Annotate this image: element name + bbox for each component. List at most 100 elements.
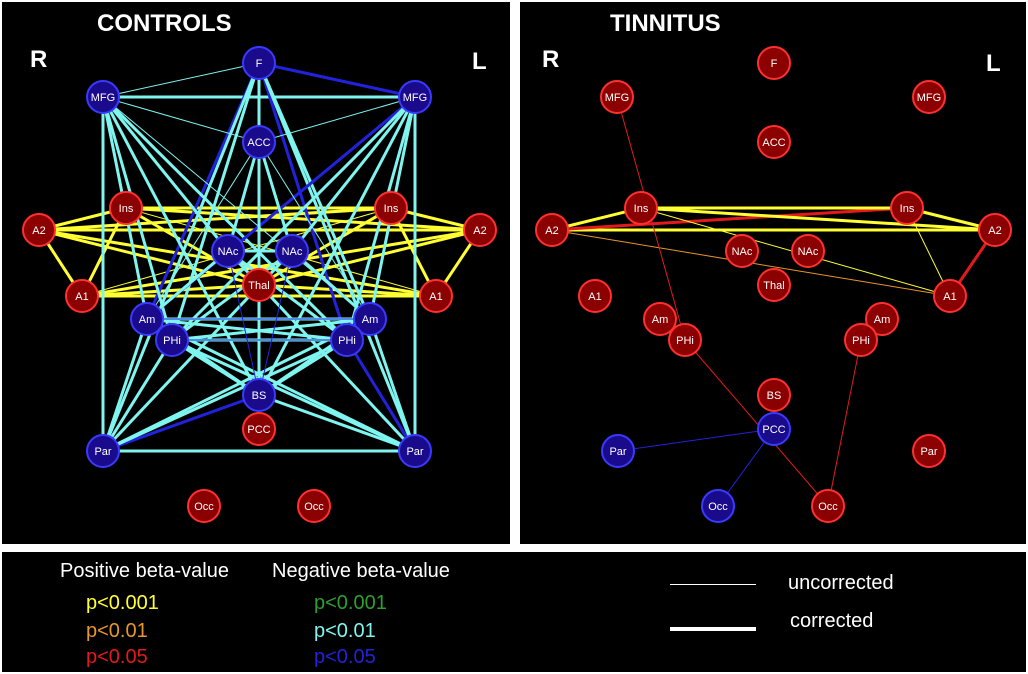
controls-node-circle [275,234,309,268]
tinnitus-node-circle [600,80,634,114]
tinnitus-node-circle [890,191,924,225]
tinnitus-node-label: Par [920,446,937,458]
controls-node-A2_L: A2 [463,213,497,247]
tinnitus-node-circle [668,323,702,357]
controls-node-label: Occ [304,501,324,513]
controls-edge-PHi_R-Am_L [171,317,371,342]
tinnitus-node-label: Occ [708,501,728,513]
controls-node-label: PCC [247,424,270,436]
controls-node-label: Ins [119,203,134,215]
controls-edge-ACC-Am_R [146,141,260,320]
controls-edge-MFG_L-PHi_R [170,95,417,342]
tinnitus-edge-PHi_R-Occ_L [684,339,829,507]
controls-node-circle [398,434,432,468]
controls-edge-MFG_R-ACC [102,96,260,143]
controls-node-A2_R: A2 [22,213,56,247]
controls-node-label: F [256,58,263,70]
controls-node-Occ_L: Occ [297,489,331,523]
controls-edge-A2_R-Ins_L [38,206,392,232]
tinnitus-node-circle [912,80,946,114]
controls-edge-Par_R-BS [102,393,260,453]
controls-node-label: ACC [247,137,270,149]
controls-node-label: MFG [91,92,115,104]
controls-node-circle [130,302,164,336]
tinnitus-node-circle [844,323,878,357]
tinnitus-node-label: F [771,58,778,70]
tinnitus-node-Occ_R: Occ [701,489,735,523]
legend-corrected-line [670,627,756,631]
controls-edge-F-PHi_R [170,62,261,341]
controls-node-circle [419,279,453,313]
legend-pos-p01: p<0.01 [86,620,148,642]
controls-node-circle [463,213,497,247]
legend-pos-p001: p<0.001 [86,592,159,614]
controls-node-label: PHi [338,335,356,347]
controls-edge-Ins_R-A2_L [125,206,481,232]
tinnitus-node-Am_L: Am [865,302,899,336]
controls-node-A1_L: A1 [419,279,453,313]
tinnitus-node-A2_R: A2 [535,213,569,247]
tinnitus-node-circle [725,234,759,268]
controls-edge-ACC-NAc_L [257,141,294,252]
controls-node-MFG_R: MFG [86,80,120,114]
tinnitus-left-hemisphere-label: L [986,50,1001,77]
tinnitus-node-MFG_R: MFG [600,80,634,114]
tinnitus-node-BS: BS [757,378,791,412]
controls-node-circle [297,489,331,523]
controls-edge-Am_R-PHi_L [146,317,348,342]
tinnitus-node-F: F [757,46,791,80]
controls-node-label: Ins [384,203,399,215]
controls-node-label: MFG [403,92,427,104]
tinnitus-node-label: A2 [988,225,1001,237]
controls-node-circle [398,80,432,114]
tinnitus-node-circle [933,279,967,313]
legend-neg-p01: p<0.01 [314,620,376,642]
tinnitus-node-circle [791,234,825,268]
controls-node-label: Am [139,314,156,326]
tinnitus-node-PCC: PCC [757,412,791,446]
controls-edge-Par_R-PHi_R [101,339,174,452]
tinnitus-node-label: A1 [943,291,956,303]
controls-node-label: NAc [282,246,303,258]
legend-uncorrected-label: uncorrected [788,572,894,594]
controls-node-NAc_L: NAc [275,234,309,268]
controls-node-Ins_R: Ins [109,191,143,225]
controls-node-circle [22,213,56,247]
controls-edge-Par_R-Am_L [102,317,371,453]
legend-uncorrected-line [670,584,756,585]
controls-node-F: F [242,46,276,80]
controls-node-circle [242,46,276,80]
controls-node-label: Occ [194,501,214,513]
controls-edge-F-MFG_L [258,61,416,99]
controls-node-MFG_L: MFG [398,80,432,114]
controls-edge-Par_R-Am_R [101,318,149,452]
controls-node-circle [187,489,221,523]
controls-edge-NAc_R-BS [227,250,260,396]
legend-neg-p05: p<0.05 [314,646,376,668]
controls-node-circle [86,434,120,468]
tinnitus-node-label: Ins [900,203,915,215]
tinnitus-node-circle [811,489,845,523]
controls-edge-Par_L-BS [258,393,416,453]
tinnitus-node-A1_L: A1 [933,279,967,313]
controls-node-label: Am [362,314,379,326]
controls-node-Am_R: Am [130,302,164,336]
controls-title: CONTROLS [97,10,232,37]
tinnitus-edge-Ins_R-A2_L [640,206,996,232]
controls-node-A1_R: A1 [65,279,99,313]
controls-node-label: A2 [473,225,486,237]
tinnitus-node-label: Am [874,314,891,326]
tinnitus-right-hemisphere-label: R [542,46,560,73]
controls-edge-Par_L-PHi_R [171,338,416,453]
legend-pos-p05: p<0.05 [86,646,148,668]
tinnitus-node-circle [601,434,635,468]
controls-node-PHi_L: PHi [330,323,364,357]
tinnitus-node-label: A2 [545,225,558,237]
tinnitus-node-Ins_R: Ins [624,191,658,225]
tinnitus-node-A1_R: A1 [578,279,612,313]
tinnitus-node-MFG_L: MFG [912,80,946,114]
tinnitus-node-circle [701,489,735,523]
